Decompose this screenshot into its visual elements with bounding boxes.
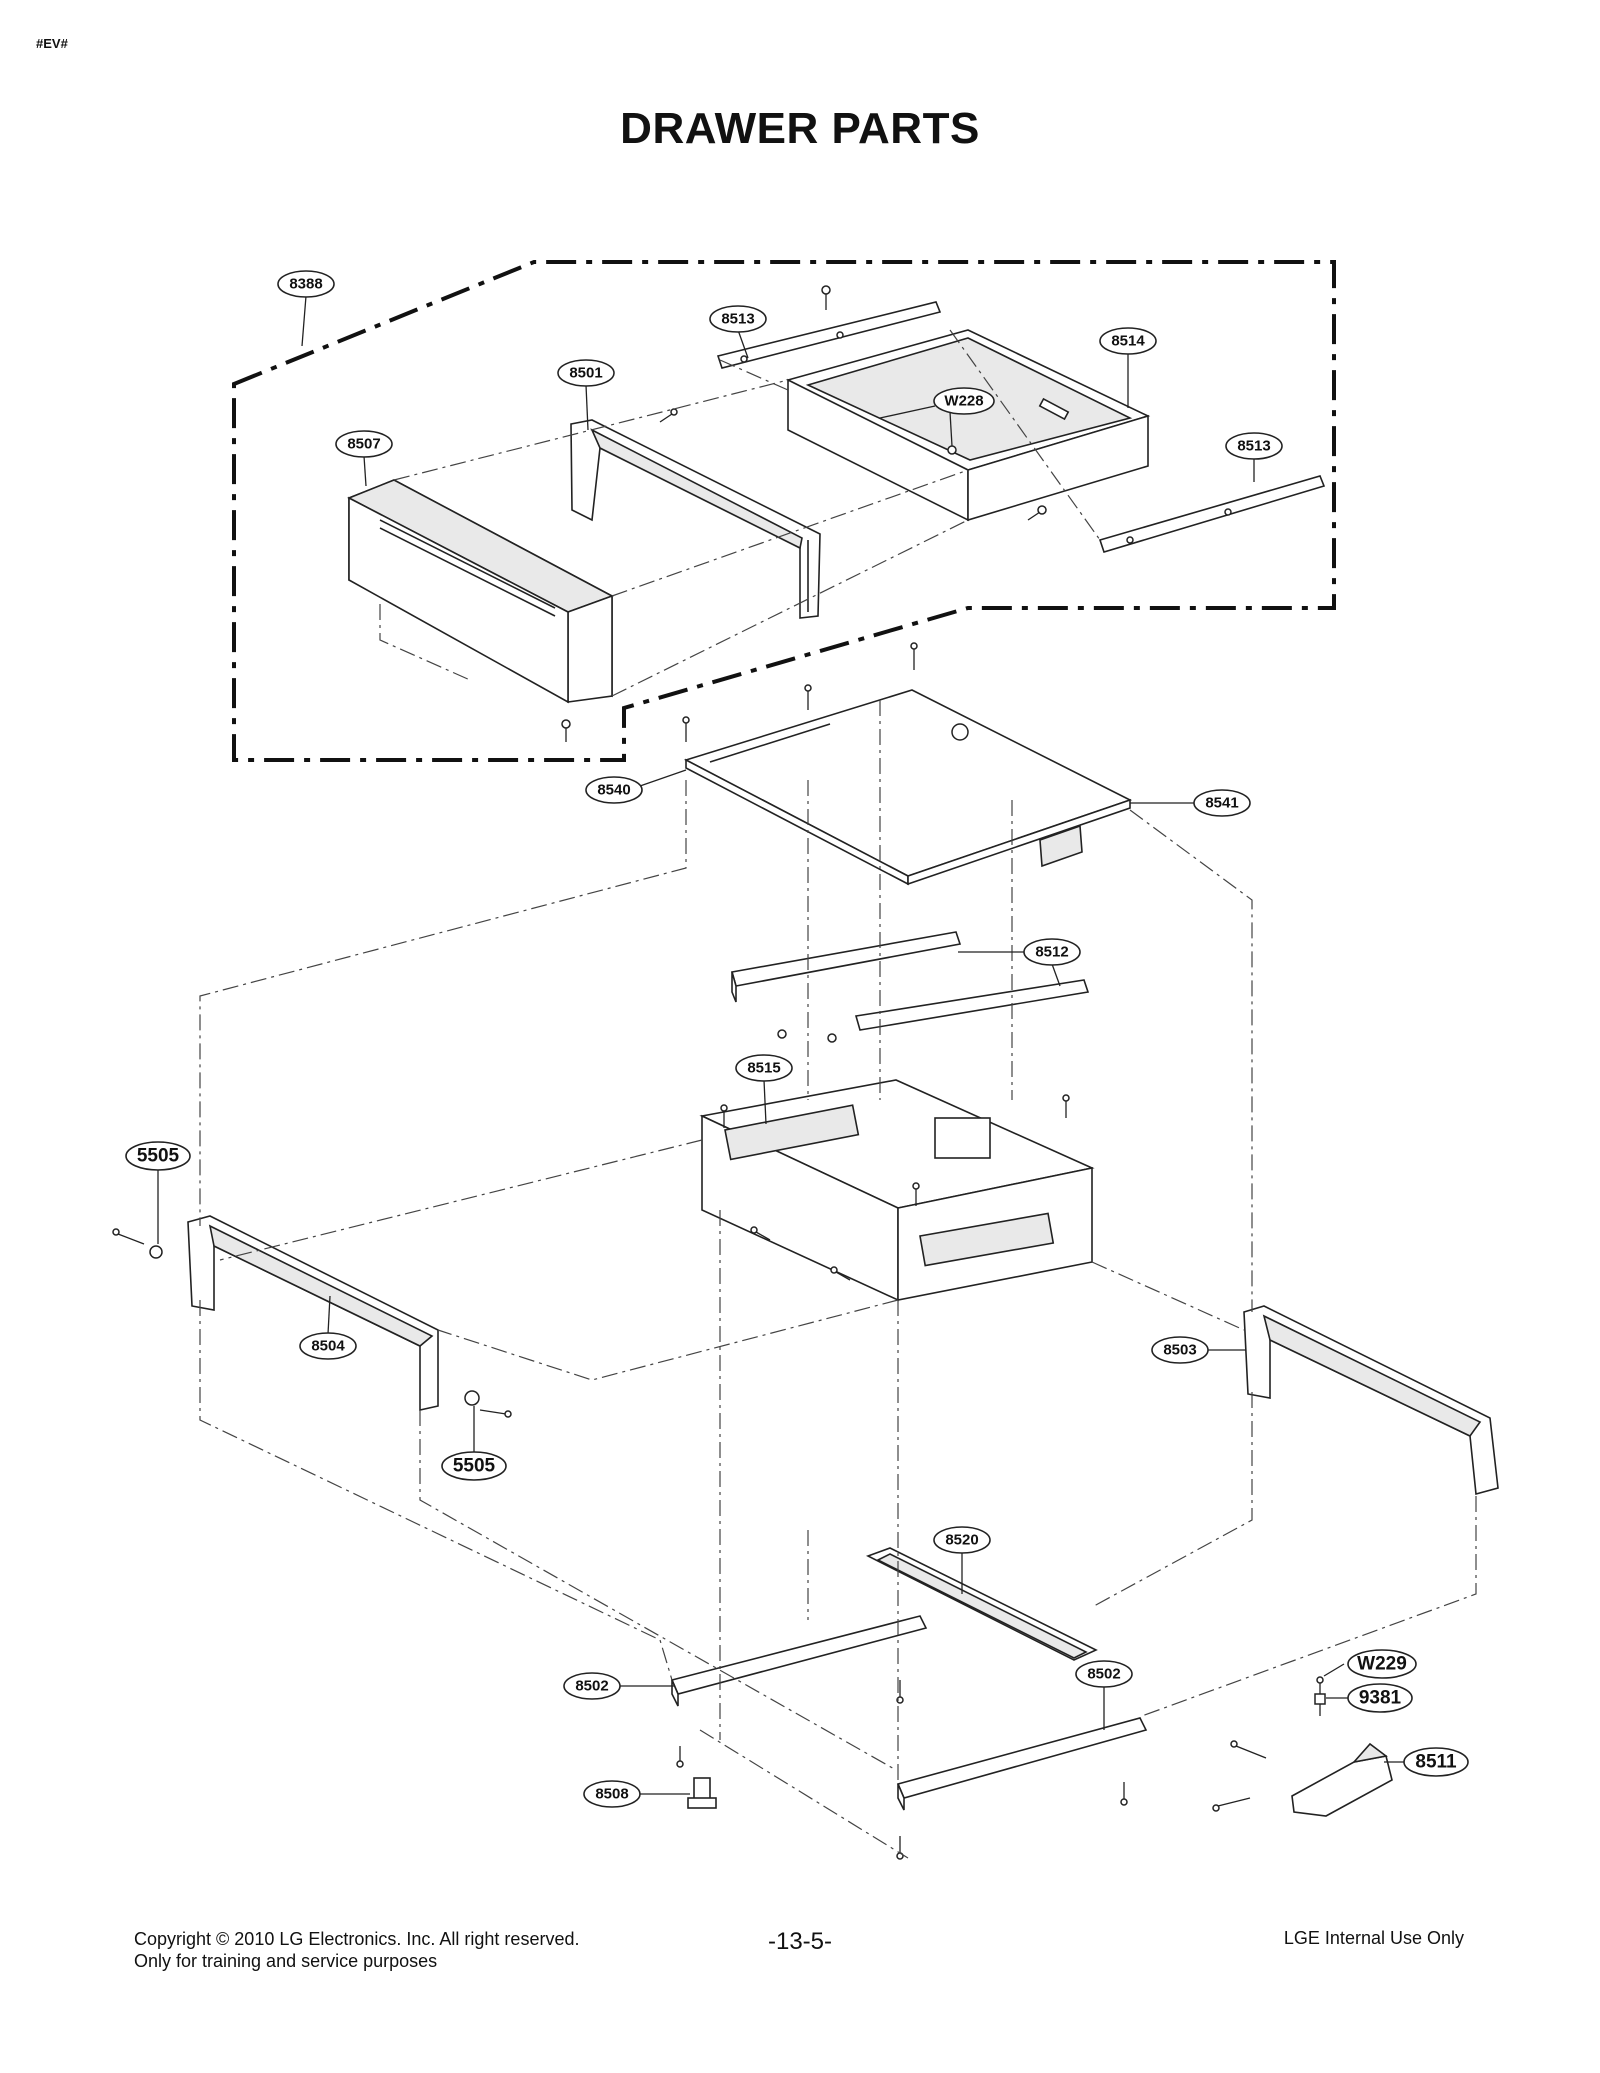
internal-use-label: LGE Internal Use Only xyxy=(1283,1928,1464,1948)
callout-8508: 8508 xyxy=(583,1780,690,1808)
drawer-screws xyxy=(561,285,1047,742)
left-bracket xyxy=(112,1215,512,1418)
callout-8504: 8504 xyxy=(299,1295,357,1360)
callout-8541: 8541 xyxy=(1130,789,1251,817)
callout-8502-left: 8502 xyxy=(563,1672,674,1700)
svg-text:8507: 8507 xyxy=(347,436,380,453)
drawer-front-panel xyxy=(347,479,614,704)
svg-text:8502: 8502 xyxy=(1087,1666,1120,1683)
svg-text:5505: 5505 xyxy=(137,1146,180,1167)
svg-text:8503: 8503 xyxy=(1163,1342,1196,1359)
callout-8513-top: 8513 xyxy=(709,305,767,359)
slide-rail-right xyxy=(1098,475,1326,553)
drawer-guide-lines xyxy=(379,329,1101,697)
callout-8511: 8511 xyxy=(1384,1747,1469,1777)
corner-tag: #EV# xyxy=(36,36,68,51)
callout-8514: 8514 xyxy=(1099,327,1157,408)
page-number: -13-5- xyxy=(767,1928,833,1955)
drawer-box xyxy=(785,329,1151,522)
callout-9381: 9381 xyxy=(1326,1683,1413,1713)
assembly-guide-lines xyxy=(199,700,1477,1859)
copyright-line-1: Copyright © 2010 LG Electronics. Inc. Al… xyxy=(134,1929,580,1949)
bottom-rail-right xyxy=(896,1717,1148,1811)
callout-8501: 8501 xyxy=(557,359,615,431)
svg-text:8388: 8388 xyxy=(289,276,322,293)
copyright-line-2: Only for training and service purposes xyxy=(134,1951,438,1971)
svg-text:8502: 8502 xyxy=(575,1678,608,1695)
support-box xyxy=(699,1079,1095,1302)
drawer-frame xyxy=(570,419,821,619)
callout-8520: 8520 xyxy=(933,1526,991,1594)
page-title: DRAWER PARTS xyxy=(620,104,980,153)
cover-screws xyxy=(682,642,918,742)
callout-8513-right: 8513 xyxy=(1225,432,1283,482)
svg-text:8514: 8514 xyxy=(1111,333,1145,350)
corner-part xyxy=(1212,1676,1393,1817)
svg-text:8512: 8512 xyxy=(1035,944,1068,961)
leveling-foot xyxy=(687,1777,717,1809)
callout-8503: 8503 xyxy=(1151,1336,1246,1364)
callout-W228: W228 xyxy=(879,387,995,447)
svg-text:8520: 8520 xyxy=(945,1532,978,1549)
callout-5505-bottom: 5505 xyxy=(441,1406,507,1481)
svg-text:8513: 8513 xyxy=(721,311,754,328)
bottom-bar xyxy=(865,1547,1098,1661)
callout-5505-left: 5505 xyxy=(125,1141,191,1244)
svg-text:9381: 9381 xyxy=(1359,1688,1402,1709)
callout-W229: W229 xyxy=(1323,1649,1417,1679)
svg-text:W229: W229 xyxy=(1357,1654,1407,1675)
svg-text:8541: 8541 xyxy=(1205,795,1238,812)
callout-8502-right: 8502 xyxy=(1075,1660,1133,1730)
middle-rails xyxy=(730,931,1090,1043)
svg-text:8515: 8515 xyxy=(747,1060,780,1077)
copyright-notice: Copyright © 2010 LG Electronics. Inc. Al… xyxy=(134,1928,579,1972)
support-box-screws xyxy=(720,1094,1070,1281)
callout-8507: 8507 xyxy=(335,430,393,487)
svg-text:8504: 8504 xyxy=(311,1338,345,1355)
svg-text:W228: W228 xyxy=(944,393,983,410)
callout-8512: 8512 xyxy=(958,938,1081,987)
callout-8388: 8388 xyxy=(277,270,335,347)
svg-text:8540: 8540 xyxy=(597,782,630,799)
callout-8540: 8540 xyxy=(585,769,687,804)
svg-text:5505: 5505 xyxy=(453,1456,496,1477)
slide-rail-top xyxy=(716,301,942,369)
bottom-screws xyxy=(676,1680,1128,1860)
svg-text:8511: 8511 xyxy=(1415,1752,1457,1773)
callout-8515: 8515 xyxy=(735,1054,793,1125)
svg-text:8513: 8513 xyxy=(1237,438,1270,455)
assembly-boundary xyxy=(232,260,1336,762)
right-bracket xyxy=(1243,1305,1499,1496)
cover-panel xyxy=(683,689,1133,886)
svg-text:8501: 8501 xyxy=(569,365,602,382)
bottom-rail-left xyxy=(670,1615,928,1707)
svg-text:8508: 8508 xyxy=(595,1786,628,1803)
